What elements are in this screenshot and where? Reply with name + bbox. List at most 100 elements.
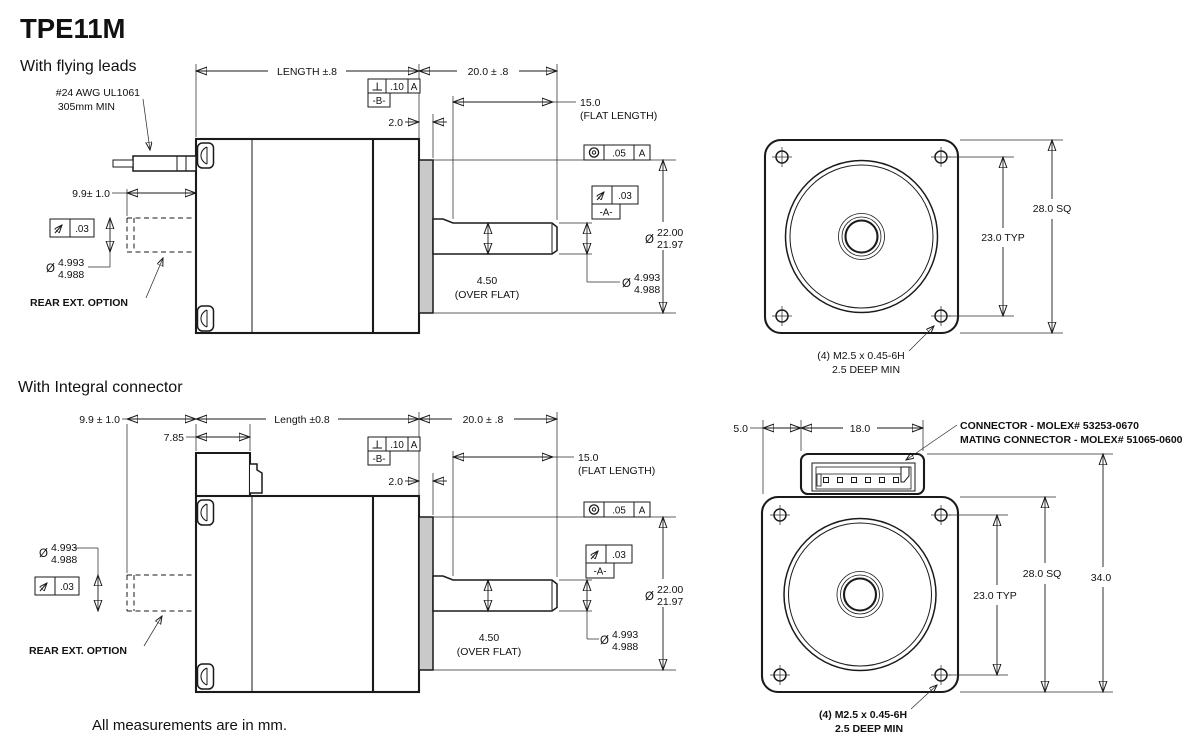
dim-over-flat-note: (OVER FLAT) <box>457 646 522 658</box>
shaft-circle <box>842 577 878 612</box>
molex-connector <box>799 452 926 496</box>
dim-over-flat-note: (OVER FLAT) <box>455 289 520 301</box>
rear-dia-symbol: Ø <box>39 548 48 560</box>
conc-tolerance: .05 <box>612 149 626 160</box>
connector-housing-profile <box>194 451 252 496</box>
dim-flat-length-note: (FLAT LENGTH) <box>578 465 655 477</box>
mounting-hole <box>931 505 951 525</box>
rear-endbell-tab-bottom <box>196 305 215 332</box>
shaft-dia-lower: 4.988 <box>634 284 660 296</box>
output-shaft <box>432 575 558 612</box>
output-shaft <box>432 218 558 255</box>
fcf-concentricity: .05 A <box>583 501 651 518</box>
datum-b-label: -B- <box>372 454 385 465</box>
motor-body-outline <box>194 494 421 694</box>
mounting-hole <box>772 306 792 326</box>
dim-shaft-length: 20.0 ± .8 <box>468 66 509 78</box>
rear-runout-tolerance: .03 <box>75 224 89 235</box>
mounting-hole <box>931 147 951 167</box>
shaft-boss-circle <box>836 571 884 618</box>
runout-icon <box>40 583 47 591</box>
dim-flat-length: 15.0 <box>578 452 599 464</box>
mounting-hole <box>772 147 792 167</box>
rear-dia-lower: 4.988 <box>58 269 84 281</box>
tap-callout-line1: (4) M2.5 x 0.45-6H <box>817 350 905 362</box>
rear-ext-leader <box>143 616 162 647</box>
mounting-hole <box>770 665 790 685</box>
pilot-dia-upper: 22.00 <box>657 584 683 596</box>
dim-boss-depth: 2.0 <box>388 117 403 129</box>
lead-wire-label-line1: #24 AWG UL1061 <box>56 87 140 99</box>
mounting-holes <box>772 147 951 326</box>
mounting-hole <box>931 665 951 685</box>
dim-rear-ext-length: 9.9 ± 1.0 <box>79 414 120 426</box>
shaft-boss-circle <box>838 213 885 260</box>
pilot-circle-outer <box>784 159 939 314</box>
rear-runout-tolerance: .03 <box>60 582 74 593</box>
mounting-face-square <box>760 495 960 694</box>
dim-connector-offset: 5.0 <box>733 423 748 435</box>
shaft-circle <box>844 219 879 254</box>
rear-extension-phantom <box>126 217 196 253</box>
runout-tolerance: .03 <box>618 191 632 202</box>
motor-body-outline <box>194 137 421 335</box>
tap-callout-line1: (4) M2.5 x 0.45-6H <box>819 709 907 721</box>
tap-callout-leader <box>910 685 937 710</box>
dim-square-size: 28.0 SQ <box>1033 203 1072 215</box>
dim-over-flat: 4.50 <box>479 632 500 644</box>
tap-callout-leader <box>908 326 934 352</box>
side-view-integral-connector: 9.9 ± 1.0 7.85 Length ±0.8 20.0 ± .8 15.… <box>29 412 683 694</box>
conc-datum-ref: A <box>639 149 646 160</box>
units-note: All measurements are in mm. <box>92 717 287 734</box>
rear-dia-symbol: Ø <box>46 263 55 275</box>
shaft-dia-symbol: Ø <box>622 278 631 290</box>
fcf-perpendicularity: .10 A -B- <box>367 436 421 466</box>
mounting-hole <box>770 505 790 525</box>
fcf-runout: .03 -A- <box>591 185 639 220</box>
dim-housing-depth: 7.85 <box>164 432 185 444</box>
dim-length: Length ±0.8 <box>274 414 330 426</box>
lead-wire-leader <box>142 98 150 150</box>
datum-a-label: -A- <box>593 567 606 578</box>
perpendicularity-icon <box>372 82 382 91</box>
rear-ext-leader <box>145 258 163 299</box>
tap-callout-line2: 2.5 DEEP MIN <box>835 723 903 735</box>
dim-hole-pitch: 23.0 TYP <box>981 232 1025 244</box>
perp-tolerance: .10 <box>390 440 404 451</box>
flying-leads <box>112 155 197 172</box>
dim-flat-length: 15.0 <box>580 97 601 109</box>
runout-icon <box>591 551 598 559</box>
datum-b-label: -B- <box>372 96 385 107</box>
pilot-dia-lower: 21.97 <box>657 239 683 251</box>
shaft-dia-symbol: Ø <box>600 635 609 647</box>
runout-icon <box>55 225 62 233</box>
fcf-concentricity: .05 A <box>583 144 651 161</box>
fcf-runout: .03 -A- <box>585 544 633 579</box>
pilot-circle-outer <box>783 517 937 672</box>
runout-icon <box>597 192 604 200</box>
rear-ext-option-label: REAR EXT. OPTION <box>30 297 128 309</box>
pilot-dia-lower: 21.97 <box>657 596 683 608</box>
concentricity-icon <box>588 504 600 515</box>
dim-boss-depth: 2.0 <box>388 476 403 488</box>
page-title: TPE11M <box>20 13 125 44</box>
rear-dia-upper: 4.993 <box>51 542 77 554</box>
section-heading-integral-connector: With Integral connector <box>18 379 183 396</box>
front-view-integral-connector: 5.0 18.0 CONNECTOR - MOLEX# 53253-0670 M… <box>733 420 1183 735</box>
dim-shaft-length: 20.0 ± .8 <box>463 414 504 426</box>
mounting-hole <box>931 306 951 326</box>
rear-endbell-tab-top <box>196 499 215 526</box>
pilot-dia-upper: 22.00 <box>657 227 683 239</box>
connector-label-leader <box>906 424 958 460</box>
conc-datum-ref: A <box>639 506 646 517</box>
dim-length: LENGTH ±.8 <box>277 66 337 78</box>
connector-latch-right <box>900 466 910 483</box>
rear-endbell-tab-bottom <box>196 663 215 690</box>
mating-connector-part-label: MATING CONNECTOR - MOLEX# 51065-0600 <box>960 434 1183 446</box>
perp-datum-ref: A <box>411 440 418 451</box>
shaft-dia-upper: 4.993 <box>634 272 660 284</box>
side-view-flying-leads: #24 AWG UL1061 305mm MIN LENGTH ±.8 20.0… <box>30 64 683 335</box>
dim-overall-height: 34.0 <box>1091 572 1112 584</box>
